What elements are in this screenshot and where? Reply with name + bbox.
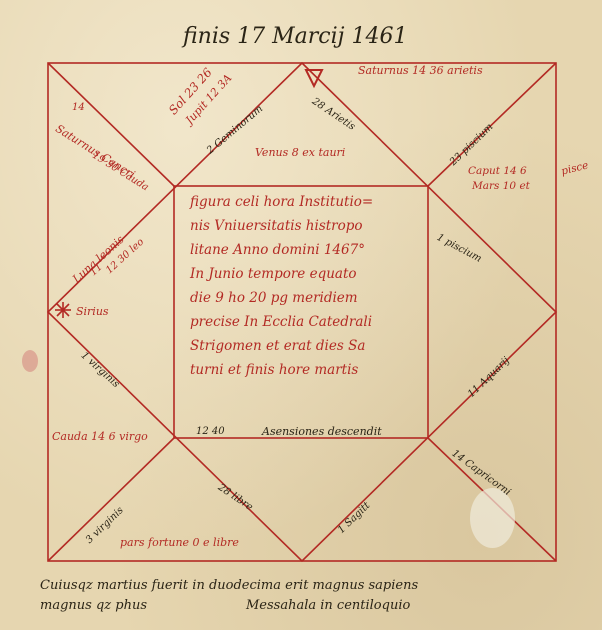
pars-fortune: pars fortune 0 e libre [120, 536, 239, 549]
ascendant-label: Asensiones descendit [262, 425, 382, 438]
center-line: Strigomen et erat dies Sa [190, 338, 366, 354]
inner-square [173, 185, 429, 439]
center-line: turni et finis hore martis [190, 362, 359, 378]
house-11-degree: 14 [72, 102, 85, 113]
red-stain [22, 350, 38, 372]
footer-line-2a: magnus qz phus [40, 598, 147, 613]
center-line: litane Anno domini 1467° [190, 242, 365, 258]
house-10-saturn: Saturnus 14 36 arietis [358, 64, 483, 77]
diamond [46, 61, 558, 563]
diagonal-sw [47, 437, 175, 562]
diagonal-ne [427, 62, 557, 187]
ascendant-degree: 12 40 [196, 426, 225, 437]
triangle-mark [304, 69, 324, 89]
house-8-caput: Caput 14 6 [468, 165, 527, 177]
worn-spot [470, 488, 515, 548]
center-line: precise In Ecclia Catedrali [190, 314, 373, 330]
footer-line-1: Cuiusqz martius fuerit in duodecima erit… [40, 578, 419, 593]
house-8-mars: Mars 10 et [472, 180, 530, 192]
diagonal-nw [47, 62, 175, 187]
center-line: die 9 ho 20 pg meridiem [190, 290, 358, 306]
center-inscription: figura celi hora Institutio= nis Vniuers… [190, 190, 430, 382]
footer-line-2b: Messahala in centiloquio [246, 598, 411, 613]
page-title: finis 17 Marcij 1461 [183, 24, 408, 49]
sirius-label: Sirius [76, 305, 109, 318]
house-10-venus: Venus 8 ex tauri [255, 146, 346, 159]
center-line: In Junio tempore equato [190, 266, 357, 282]
cauda-label: Cauda 14 6 virgo [52, 430, 148, 443]
center-line: figura celi hora Institutio= [190, 194, 374, 210]
center-line: nis Vniuersitatis histropo [190, 218, 363, 234]
sirius-star-icon [55, 302, 71, 318]
